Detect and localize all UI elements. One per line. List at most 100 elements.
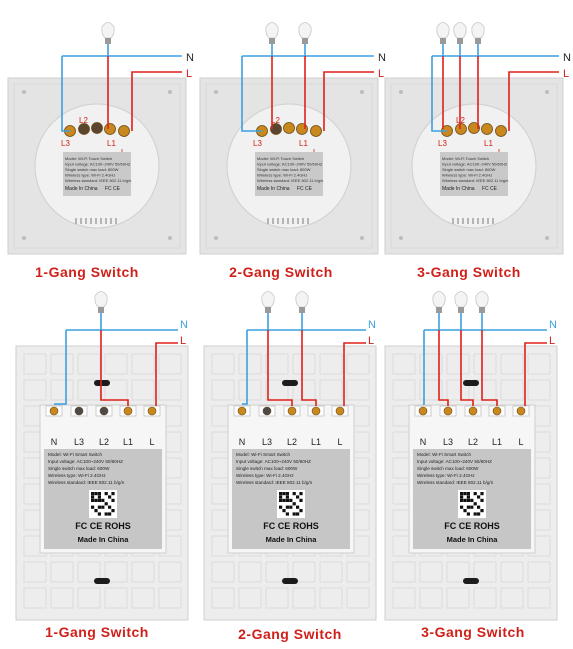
vent-slot	[95, 218, 97, 224]
terminal-screw	[418, 406, 428, 416]
screw-hole	[22, 236, 26, 240]
qr-module	[299, 498, 303, 502]
terminal-screw	[99, 406, 109, 416]
terminal-label-l2: L2	[99, 437, 109, 447]
bulb-base	[458, 307, 464, 313]
spec-line: Model: Wi-Fi Touch Switch	[65, 156, 112, 161]
light-bulb-icon	[94, 291, 108, 313]
terminal-screw	[481, 123, 493, 135]
qr-module	[296, 505, 300, 509]
spec-line: Wireless standard: IEEE 802.11 b/g/n	[48, 480, 125, 485]
light-bulb-icon	[101, 22, 115, 44]
qr-module	[111, 509, 115, 513]
qr-module	[285, 495, 289, 499]
bulb-glass	[101, 22, 115, 39]
terminal-label-l3: L3	[443, 437, 453, 447]
plate-grid-cell	[500, 379, 524, 401]
terminal-label-l: L	[149, 437, 154, 447]
terminal-label-l1: L1	[299, 139, 308, 148]
vent-slot	[105, 218, 107, 224]
plate-grid-cell	[211, 561, 235, 583]
vent-slot	[492, 218, 494, 224]
terminal-screw	[468, 406, 478, 416]
neutral-wire-label: N	[563, 52, 571, 64]
plate-grid-cell	[131, 353, 155, 375]
bulb-glass	[265, 22, 279, 39]
terminal-label-l1: L1	[311, 437, 321, 447]
plate-grid-cell	[319, 353, 343, 375]
plate-grid-cell	[473, 561, 497, 583]
light-bulb-icon	[436, 22, 450, 44]
vent-slot	[487, 218, 489, 224]
plate-grid-cell	[50, 353, 74, 375]
qr-module	[466, 492, 470, 496]
plate-grid-cell	[473, 353, 497, 375]
spec-line: Wireless standard: IEEE 802.11 b/g/n	[442, 178, 508, 183]
spec-line: Wireless type: Wi-Fi 2.4GHz	[236, 473, 294, 478]
plate-grid-cell	[392, 379, 416, 401]
spec-line: Model: Wi-Fi Smart Switch	[236, 452, 291, 457]
qr-module	[282, 509, 286, 513]
terminal-label-l3: L3	[438, 139, 447, 148]
live-wire-label: L	[378, 68, 384, 80]
neutral-wire-label: N	[180, 319, 188, 331]
spec-line: Single switch max load: 600W	[48, 466, 110, 471]
terminal-screw	[492, 406, 502, 416]
vent-slot	[267, 218, 269, 224]
bulb-base	[302, 38, 308, 44]
vent-slot	[90, 218, 92, 224]
qr-module	[466, 505, 470, 509]
vent-slot	[85, 218, 87, 224]
qr-module	[97, 495, 101, 499]
qr-module	[279, 498, 283, 502]
qr-module	[299, 509, 303, 513]
qr-module	[97, 492, 101, 496]
plate-grid-cell	[104, 561, 128, 583]
qr-module	[460, 495, 464, 499]
plate-border	[390, 83, 558, 249]
plate-grid-cell	[319, 379, 343, 401]
bulb-glass	[295, 291, 309, 308]
qr-module	[285, 505, 289, 509]
bottom-caption-3: 3-Gang Switch	[421, 624, 525, 640]
plate-grid-cell	[50, 379, 74, 401]
plate-grid-cell	[419, 379, 443, 401]
live-wire-label: L	[549, 335, 555, 347]
spec-line: Single switch max load: 600W	[236, 466, 298, 471]
spec-line: Model: Wi-Fi Smart Switch	[417, 452, 472, 457]
spec-line: Wireless standard: IEEE 802.11 b/g/n	[257, 178, 323, 183]
plate-grid-cell	[265, 561, 289, 583]
qr-module	[94, 498, 98, 502]
cert-marks: FC CE	[297, 186, 313, 192]
spec-label-bg	[440, 152, 508, 196]
terminal-screw	[310, 125, 322, 137]
screw-hole	[545, 90, 549, 94]
live-wire	[323, 71, 374, 131]
screw-hole	[399, 90, 403, 94]
live-wire	[524, 342, 547, 406]
vent-slot	[467, 218, 469, 224]
vent-slot	[110, 218, 112, 224]
bulb-glass	[475, 291, 489, 308]
terminal-screw	[118, 125, 130, 137]
terminal-screw	[516, 406, 526, 416]
qr-module	[470, 498, 474, 502]
plate-grid-cell	[77, 561, 101, 583]
made-in-label: Made In China	[257, 186, 290, 192]
plate-grid-cell	[23, 587, 47, 609]
bulb-live-wire	[481, 330, 498, 406]
live-wire-label: L	[368, 335, 374, 347]
neutral-wire-drop	[54, 330, 67, 405]
plate-grid-cell	[77, 353, 101, 375]
vent-slot	[462, 218, 464, 224]
qr-module	[477, 505, 481, 509]
spec-line: Input voltage: AC100~240V 50/60HZ	[257, 162, 323, 167]
qr-module	[463, 509, 467, 513]
plate-grid-cell	[265, 353, 289, 375]
qr-module	[282, 498, 286, 502]
vent-slot	[80, 218, 82, 224]
